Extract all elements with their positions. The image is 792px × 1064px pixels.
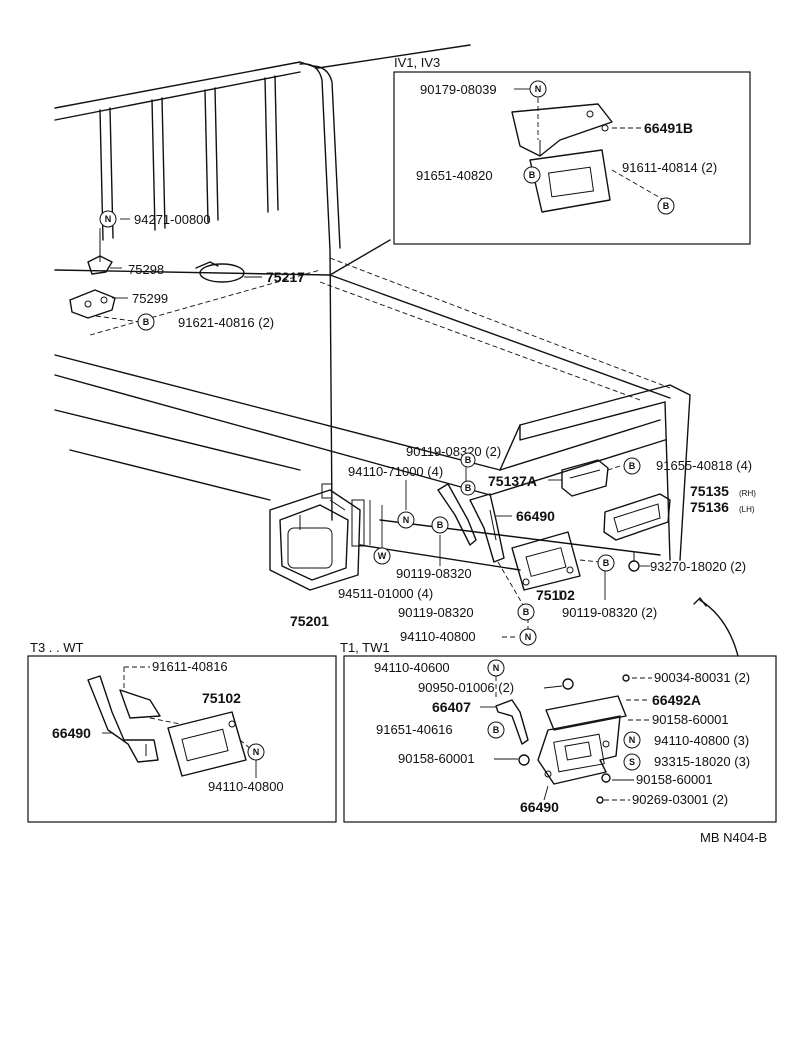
symbol-n-90179-text: N — [535, 84, 542, 94]
label-90119-08320-mid: 90119-08320 — [396, 566, 472, 581]
symbol-s-t1-text: S — [629, 757, 635, 767]
symbol-n-90179 — [529, 80, 547, 98]
label-90119-08320-right: 90119-08320 (2) — [562, 605, 657, 620]
label-90179-08039: 90179-08039 — [420, 82, 497, 97]
symbol-w-94511-text: W — [378, 551, 387, 561]
leader-t1-66490 — [543, 785, 549, 801]
label-91611-40814: 91611-40814 (2) — [622, 160, 717, 175]
symbol-n-94110-40800-text: N — [525, 632, 532, 642]
section-t1-title: T1, TW1 — [340, 640, 390, 655]
section-t1-tw1: T1, TW1 94110-40600 N 90034-80031 (2) 90… — [340, 640, 777, 823]
label-t1-93315-18020: 93315-18020 (3) — [654, 754, 750, 769]
label-90119-08320-low: 90119-08320 — [398, 605, 474, 620]
symbol-n-94110-40800 — [519, 628, 537, 646]
label-t1-66490: 66490 — [520, 799, 559, 815]
symbol-b-mid — [431, 516, 449, 534]
symbol-b-mid-text: B — [437, 520, 444, 530]
symbol-b-top — [460, 452, 476, 468]
label-t3-94110-40800: 94110-40800 — [208, 779, 284, 794]
section-t3-title: T3 . . WT — [30, 640, 84, 655]
label-t1-90950-01006: 90950-01006 (2) — [418, 680, 514, 695]
symbol-b-right-text: B — [603, 558, 610, 568]
label-75135: 75135 — [690, 483, 729, 499]
truck-bed-illustration — [54, 44, 739, 657]
symbol-b-t1 — [487, 721, 505, 739]
section-t3-wt: T3 . . WT 91611-40816 75102 66490 N 9411… — [27, 640, 337, 823]
label-91655-40818: 91655-40818 (4) — [656, 458, 752, 473]
label-t3-75102: 75102 — [202, 690, 241, 706]
symbol-n-t3-text: N — [253, 747, 260, 757]
label-94110-71000: 94110-71000 (4) — [348, 464, 443, 479]
symbol-n-t1-40800 — [623, 731, 641, 749]
label-75298: 75298 — [128, 262, 164, 277]
label-75137a: 75137A — [488, 473, 537, 489]
label-75102-main: 75102 — [536, 587, 575, 603]
label-75217: 75217 — [266, 269, 305, 285]
label-66491b: 66491B — [644, 120, 693, 136]
label-t1-91651-40616: 91651-40616 — [376, 722, 453, 737]
symbol-r — [460, 480, 476, 496]
diagram-code: MB N404-B — [700, 830, 767, 845]
symbol-b-91621 — [137, 313, 155, 331]
leader-lines — [95, 218, 650, 630]
symbol-n-94110-71000-text: N — [403, 515, 410, 525]
symbol-n-94271-text: N — [105, 214, 112, 224]
label-91651-40820: 91651-40820 — [416, 168, 493, 183]
symbol-n-94110-71000 — [397, 511, 415, 529]
symbol-b-t1-text: B — [493, 725, 500, 735]
section-iv-title: IV1, IV3 — [394, 55, 440, 70]
label-75136: 75136 — [690, 499, 729, 515]
label-75135-suffix: (RH) — [739, 489, 756, 498]
symbol-b-91655 — [623, 457, 641, 475]
symbol-n-94271 — [99, 210, 117, 228]
symbol-b-91611-text: B — [663, 201, 670, 211]
symbol-b-91651-text: B — [529, 170, 536, 180]
label-t1-90158-60001-a: 90158-60001 — [652, 712, 729, 727]
symbol-b-91651 — [523, 166, 541, 184]
label-t1-90269-03001: 90269-03001 (2) — [632, 792, 728, 807]
label-t1-90158-60001-c: 90158-60001 — [636, 772, 713, 787]
symbol-b-91655-text: B — [629, 461, 636, 471]
label-t3-66490: 66490 — [52, 725, 91, 741]
label-75136-suffix: (LH) — [739, 505, 755, 514]
label-93270-18020: 93270-18020 (2) — [650, 559, 746, 574]
symbol-w-94511 — [373, 547, 391, 565]
label-t1-94110-40800: 94110-40800 (3) — [654, 733, 749, 748]
label-t1-90158-60001-b: 90158-60001 — [398, 751, 475, 766]
label-94511-01000: 94511-01000 (4) — [338, 586, 433, 601]
label-75201: 75201 — [290, 613, 329, 629]
label-90119-08320-top: 90119-08320 (2) — [406, 444, 501, 459]
label-75299: 75299 — [132, 291, 168, 306]
label-t3-91611-40816: 91611-40816 — [152, 659, 228, 674]
label-66490-main: 66490 — [516, 508, 555, 524]
symbol-b-low-text: B — [523, 607, 530, 617]
leader-t1-90950 — [543, 685, 563, 689]
label-t1-66407: 66407 — [432, 699, 471, 715]
symbol-b-right — [597, 554, 615, 572]
symbol-b-low — [517, 603, 535, 621]
symbol-b-91611 — [657, 197, 675, 215]
symbol-n-t1-40800-text: N — [629, 735, 636, 745]
label-t1-94110-40600: 94110-40600 — [374, 660, 450, 675]
symbol-n-t1-40600-text: N — [493, 663, 500, 673]
label-t1-66492a: 66492A — [652, 692, 701, 708]
label-94110-40800-main: 94110-40800 — [400, 629, 476, 644]
symbol-b-top-text: B — [465, 455, 472, 465]
label-91621-40816: 91621-40816 (2) — [178, 315, 274, 330]
symbol-b-66490: B — [465, 483, 472, 493]
symbol-b-91621-text: B — [143, 317, 150, 327]
label-94271-00800: 94271-00800 — [134, 212, 211, 227]
label-t1-90034-80031: 90034-80031 (2) — [654, 670, 750, 685]
symbol-s-t1 — [623, 753, 641, 771]
section-iv1-iv3: IV1, IV3 90179-08039 N 66491B 91651-4082… — [393, 55, 751, 245]
